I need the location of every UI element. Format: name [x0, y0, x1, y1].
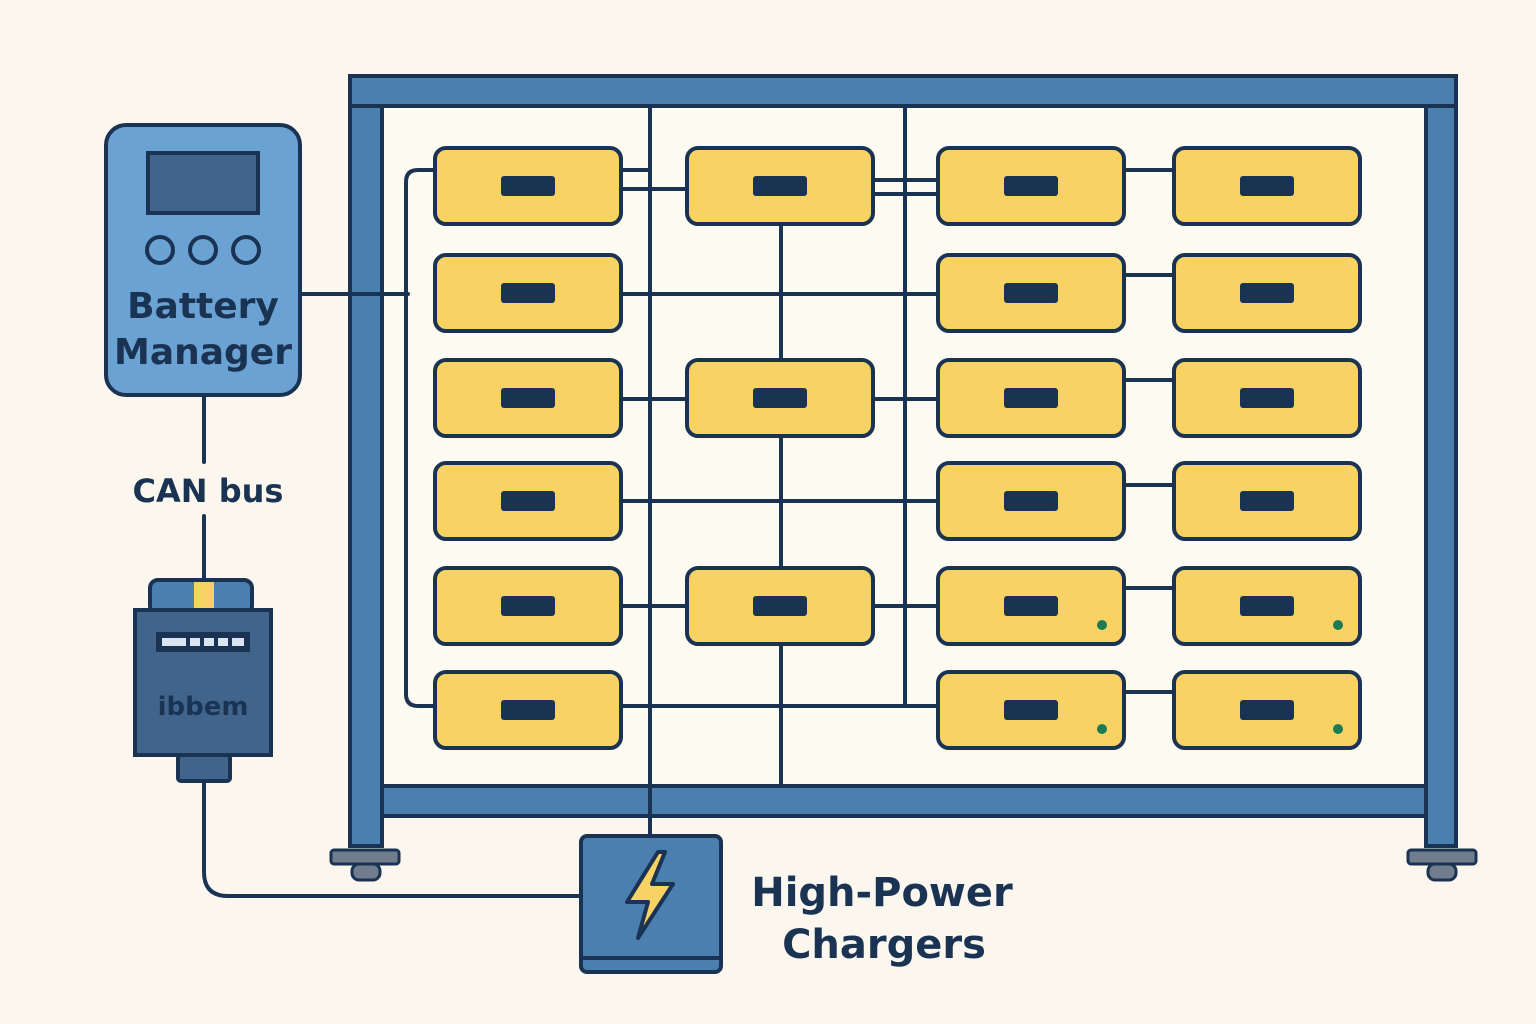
- status-led-icon: [1333, 620, 1343, 630]
- battery-module[interactable]: [1172, 146, 1362, 226]
- rack-bottom-beam: [380, 784, 1428, 818]
- battery-module[interactable]: [433, 670, 623, 750]
- chargers-label-line1: High-Power: [751, 870, 1013, 916]
- can-adapter-icon[interactable]: ibbem: [133, 578, 273, 783]
- rack-right-foot-pad: [1426, 862, 1458, 882]
- round-button-icon[interactable]: [231, 235, 261, 265]
- round-button-icon[interactable]: [188, 235, 218, 265]
- battery-module-grid: [433, 146, 1362, 750]
- battery-module[interactable]: [433, 461, 623, 541]
- battery-module[interactable]: [1172, 461, 1362, 541]
- rack-right-post: [1424, 104, 1458, 848]
- rack-left-foot: [329, 848, 401, 866]
- battery-module[interactable]: [433, 146, 623, 226]
- high-power-charger[interactable]: [579, 834, 723, 974]
- battery-module-connector-slot: [753, 176, 807, 196]
- row1-link: [620, 168, 1176, 196]
- battery-module[interactable]: [1172, 358, 1362, 438]
- battery-module[interactable]: [936, 670, 1126, 750]
- battery-module-connector-slot: [1240, 596, 1294, 616]
- battery-module-connector-slot: [1240, 176, 1294, 196]
- battery-module-connector-slot: [1004, 491, 1058, 511]
- row2-link: [620, 273, 1176, 296]
- battery-module-connector-slot: [753, 388, 807, 408]
- battery-module-connector-slot: [1240, 283, 1294, 303]
- battery-module[interactable]: [685, 146, 875, 226]
- rack-left-foot-pad: [350, 862, 382, 882]
- status-led-icon: [1097, 620, 1107, 630]
- battery-module-connector-slot: [501, 596, 555, 616]
- left-bus: [404, 168, 437, 708]
- chargers-label-line2: Chargers: [782, 922, 986, 968]
- battery-module-connector-slot: [501, 176, 555, 196]
- adapter-body: [133, 608, 273, 757]
- battery-module-connector-slot: [1004, 176, 1058, 196]
- adapter-port-slots: [162, 638, 244, 646]
- adapter-port-strip: [156, 632, 250, 652]
- status-led-icon: [1333, 724, 1343, 734]
- battery-module[interactable]: [1172, 253, 1362, 333]
- battery-manager[interactable]: Battery Manager: [104, 123, 302, 397]
- display-screen-icon: [146, 151, 260, 215]
- battery-module-connector-slot: [501, 283, 555, 303]
- battery-module-connector-slot: [501, 491, 555, 511]
- battery-module-connector-slot: [501, 388, 555, 408]
- lightning-bolt-icon: [625, 850, 675, 940]
- adapter-cable-boot: [176, 753, 232, 783]
- battery-module[interactable]: [936, 566, 1126, 646]
- battery-module-connector-slot: [1240, 491, 1294, 511]
- battery-module[interactable]: [433, 566, 623, 646]
- battery-module-connector-slot: [1004, 283, 1058, 303]
- battery-module-connector-slot: [1240, 700, 1294, 720]
- row3-link: [620, 378, 1176, 401]
- battery-manager-label-line1: Battery: [127, 286, 279, 327]
- battery-module[interactable]: [433, 253, 623, 333]
- battery-module[interactable]: [685, 566, 875, 646]
- battery-module-connector-slot: [1004, 388, 1058, 408]
- battery-module[interactable]: [936, 358, 1126, 438]
- can-bus-label: CAN bus: [133, 472, 284, 510]
- battery-module[interactable]: [685, 358, 875, 438]
- battery-module-connector-slot: [501, 700, 555, 720]
- battery-module[interactable]: [936, 253, 1126, 333]
- row6-link: [620, 690, 1176, 708]
- rack-left-post: [348, 104, 384, 848]
- row4-link: [620, 483, 1176, 503]
- battery-module[interactable]: [1172, 566, 1362, 646]
- adapter-to-charger-cable: [202, 778, 584, 898]
- battery-module[interactable]: [936, 146, 1126, 226]
- adapter-brand-label: ibbem: [158, 692, 249, 722]
- battery-module[interactable]: [1172, 670, 1362, 750]
- battery-module-connector-slot: [1240, 388, 1294, 408]
- battery-manager-label-line2: Manager: [114, 332, 292, 373]
- battery-module-connector-slot: [753, 596, 807, 616]
- row5-link: [620, 586, 1176, 608]
- battery-module[interactable]: [433, 358, 623, 438]
- battery-module-connector-slot: [1004, 596, 1058, 616]
- battery-module[interactable]: [936, 461, 1126, 541]
- wiring: [202, 104, 1176, 898]
- rack-right-foot: [1406, 848, 1478, 866]
- rack-top-beam: [348, 74, 1458, 108]
- adapter-plug-pin: [194, 582, 214, 612]
- status-led-icon: [1097, 724, 1107, 734]
- battery-module-connector-slot: [1004, 700, 1058, 720]
- round-button-icon[interactable]: [145, 235, 175, 265]
